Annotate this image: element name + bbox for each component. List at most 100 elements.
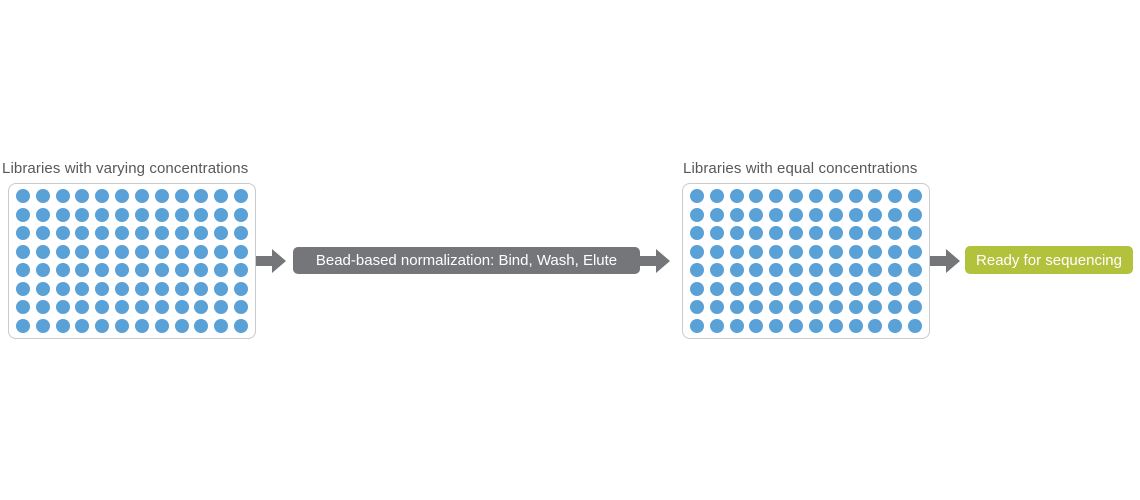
well-dot: [55, 189, 70, 204]
well-dot: [134, 244, 149, 259]
well-dot: [234, 244, 249, 259]
well-dot: [808, 263, 823, 278]
well-dot: [828, 244, 843, 259]
well-dot: [35, 300, 50, 315]
well-dot: [134, 281, 149, 296]
well-dot: [95, 189, 110, 204]
well-dot: [214, 318, 229, 333]
well-dot: [828, 263, 843, 278]
well-dot: [848, 263, 863, 278]
well-dot: [35, 244, 50, 259]
well-dot: [15, 281, 30, 296]
well-dot: [55, 300, 70, 315]
well-dot: [828, 318, 843, 333]
well-dot: [908, 244, 923, 259]
well-dot: [134, 318, 149, 333]
well-dot: [115, 244, 130, 259]
well-dot: [55, 263, 70, 278]
well-dot: [769, 189, 784, 204]
well-dot: [868, 226, 883, 241]
well-dot: [848, 244, 863, 259]
well-dot: [689, 226, 704, 241]
well-dot: [769, 281, 784, 296]
well-dot: [115, 207, 130, 222]
well-dot: [729, 207, 744, 222]
well-dot: [789, 189, 804, 204]
well-dot: [75, 318, 90, 333]
well-dot: [35, 281, 50, 296]
well-dot: [214, 244, 229, 259]
well-dot: [689, 300, 704, 315]
well-dot: [75, 263, 90, 278]
well-dot: [769, 318, 784, 333]
well-dot: [174, 318, 189, 333]
well-dot: [115, 226, 130, 241]
well-dot: [194, 226, 209, 241]
flow-arrow-icon: [256, 249, 286, 273]
well-dot: [194, 207, 209, 222]
well-dot: [908, 263, 923, 278]
well-dot: [35, 263, 50, 278]
well-dot: [154, 318, 169, 333]
well-dot: [134, 189, 149, 204]
well-dot: [134, 300, 149, 315]
well-dot: [888, 189, 903, 204]
well-dot: [115, 318, 130, 333]
well-dot: [234, 189, 249, 204]
well-dot: [709, 244, 724, 259]
well-dot: [55, 318, 70, 333]
left-plate-label: Libraries with varying concentrations: [2, 160, 249, 177]
well-dot: [908, 281, 923, 296]
well-dot: [689, 263, 704, 278]
well-dot: [888, 244, 903, 259]
well-dot: [15, 189, 30, 204]
well-dot: [789, 244, 804, 259]
well-dot: [174, 263, 189, 278]
well-dot: [908, 300, 923, 315]
well-dot: [234, 300, 249, 315]
well-dot: [709, 281, 724, 296]
well-dot: [749, 226, 764, 241]
well-dot: [194, 281, 209, 296]
well-dot: [95, 263, 110, 278]
well-dot: [35, 318, 50, 333]
well-dot: [194, 300, 209, 315]
well-dot: [868, 263, 883, 278]
well-dot: [95, 226, 110, 241]
well-dot: [709, 226, 724, 241]
well-dot: [75, 244, 90, 259]
well-dot: [828, 300, 843, 315]
well-dot: [75, 281, 90, 296]
well-dot: [35, 207, 50, 222]
well-dot: [174, 244, 189, 259]
well-dot: [234, 207, 249, 222]
well-dot: [15, 207, 30, 222]
well-dot: [174, 207, 189, 222]
well-dot: [908, 226, 923, 241]
well-dot: [729, 189, 744, 204]
well-dot: [808, 300, 823, 315]
well-dot: [828, 207, 843, 222]
well-dot: [15, 318, 30, 333]
well-dot: [749, 244, 764, 259]
well-dot: [75, 189, 90, 204]
process-step-box: Bead-based normalization: Bind, Wash, El…: [293, 247, 640, 274]
well-dot: [95, 207, 110, 222]
flow-arrow-icon: [640, 249, 670, 273]
well-dot: [729, 281, 744, 296]
well-dot: [908, 318, 923, 333]
well-dot: [75, 300, 90, 315]
well-dot: [154, 263, 169, 278]
well-dot: [709, 318, 724, 333]
well-dot: [15, 244, 30, 259]
well-dot: [769, 300, 784, 315]
well-dot: [95, 318, 110, 333]
well-dot: [154, 207, 169, 222]
well-dot: [729, 226, 744, 241]
well-dot: [95, 300, 110, 315]
well-dot: [95, 281, 110, 296]
well-dot: [55, 207, 70, 222]
well-dot: [749, 263, 764, 278]
well-dot: [174, 281, 189, 296]
well-dot: [55, 244, 70, 259]
